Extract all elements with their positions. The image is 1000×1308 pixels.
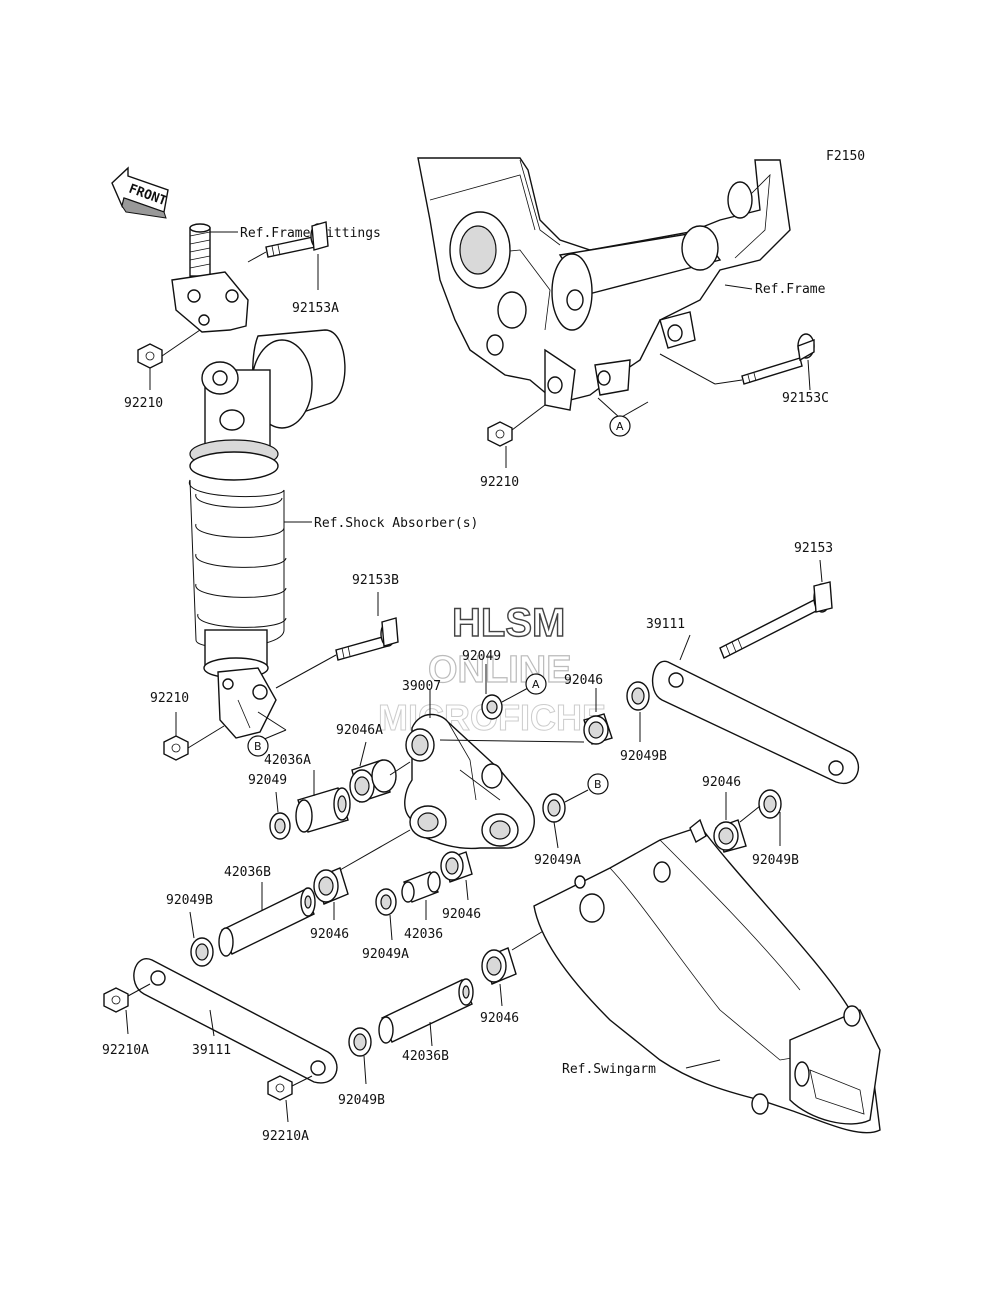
rocker-arm-39007	[404, 713, 535, 850]
label-92046-right: 92046	[702, 775, 741, 790]
nut-92210-top	[137, 343, 163, 369]
nut-92210a-left	[103, 987, 129, 1013]
label-42036: 42036	[404, 927, 443, 942]
frame-illustration	[417, 157, 791, 411]
label-92153: 92153	[794, 541, 833, 556]
label-ref-frame: Ref.Frame	[755, 282, 826, 297]
label-ref-shock: Ref.Shock Absorber(s)	[314, 516, 478, 531]
label-92049b-left: 92049B	[166, 893, 213, 908]
label-92046-top: 92046	[564, 673, 603, 688]
link-39111-left	[133, 958, 338, 1084]
label-92210-top: 92210	[124, 396, 163, 411]
callout-b-shock-label: B	[254, 740, 262, 753]
label-ref-swingarm: Ref.Swingarm	[562, 1062, 656, 1077]
bolt-92153a	[265, 221, 329, 258]
label-42036b-low: 42036B	[402, 1049, 449, 1064]
shock-absorber	[189, 329, 346, 739]
callout-b-shock	[247, 735, 269, 757]
watermark-line1: HLSM	[452, 601, 565, 645]
frame-fitting-bracket	[171, 223, 249, 333]
label-92046a: 92046A	[336, 723, 383, 738]
front-arrow-icon: FRONT	[111, 166, 169, 219]
sleeve-42036b-low	[378, 978, 474, 1044]
callout-a-frame-label: A	[616, 420, 624, 433]
label-92210a-left: 92210A	[102, 1043, 149, 1058]
label-92046-low: 92046	[480, 1011, 519, 1026]
callout-b-rocker-label: B	[594, 778, 602, 791]
label-92049-left: 92049	[248, 773, 287, 788]
swingarm	[533, 818, 881, 1134]
bearing-92046-low	[481, 947, 517, 985]
label-92210a-low: 92210A	[262, 1129, 309, 1144]
bearing-92046-mid2	[440, 851, 473, 883]
label-92210-frame: 92210	[480, 475, 519, 490]
label-42036a: 42036A	[264, 753, 311, 768]
link-39111-right	[651, 660, 860, 785]
diagram-code: F2150	[826, 149, 865, 164]
label-92049b-right: 92049B	[620, 749, 667, 764]
callout-a-frame	[609, 415, 631, 437]
bearing-92046a	[349, 759, 397, 803]
label-92049a-right: 92049A	[534, 853, 581, 868]
watermark-line2: ONLINE	[428, 649, 572, 691]
label-92153c: 92153C	[782, 391, 829, 406]
bearing-92046-right	[713, 819, 747, 853]
sleeve-42036b-left	[218, 887, 316, 957]
label-92153b: 92153B	[352, 573, 399, 588]
nut-92210-frame	[487, 421, 513, 447]
bolt-92153b	[335, 617, 399, 661]
label-92153a: 92153A	[292, 301, 339, 316]
callout-a-rocker	[525, 673, 547, 695]
label-39111-right: 39111	[646, 617, 685, 632]
label-42036b-left: 42036B	[224, 865, 271, 880]
label-92049a-mid: 92049A	[362, 947, 409, 962]
label-92049-top: 92049	[462, 649, 501, 664]
bolt-92153c	[741, 333, 815, 385]
label-92210-mid: 92210	[150, 691, 189, 706]
label-92046-mid: 92046	[310, 927, 349, 942]
nut-92210a-low	[267, 1075, 293, 1101]
bearing-92046-mid	[313, 867, 349, 905]
sleeve-42036a	[295, 787, 351, 833]
sleeve-42036	[401, 871, 441, 903]
label-92049b-far-right: 92049B	[752, 853, 799, 868]
callout-b-rocker	[587, 773, 609, 795]
label-92046-mid2: 92046	[442, 907, 481, 922]
label-39111-left: 39111	[192, 1043, 231, 1058]
bolt-92153	[719, 581, 833, 659]
bearing-92046-top	[583, 713, 613, 745]
label-39007: 39007	[402, 679, 441, 694]
label-92049b-low: 92049B	[338, 1093, 385, 1108]
nut-92210-mid	[163, 735, 189, 761]
callout-a-rocker-label: A	[532, 678, 540, 691]
